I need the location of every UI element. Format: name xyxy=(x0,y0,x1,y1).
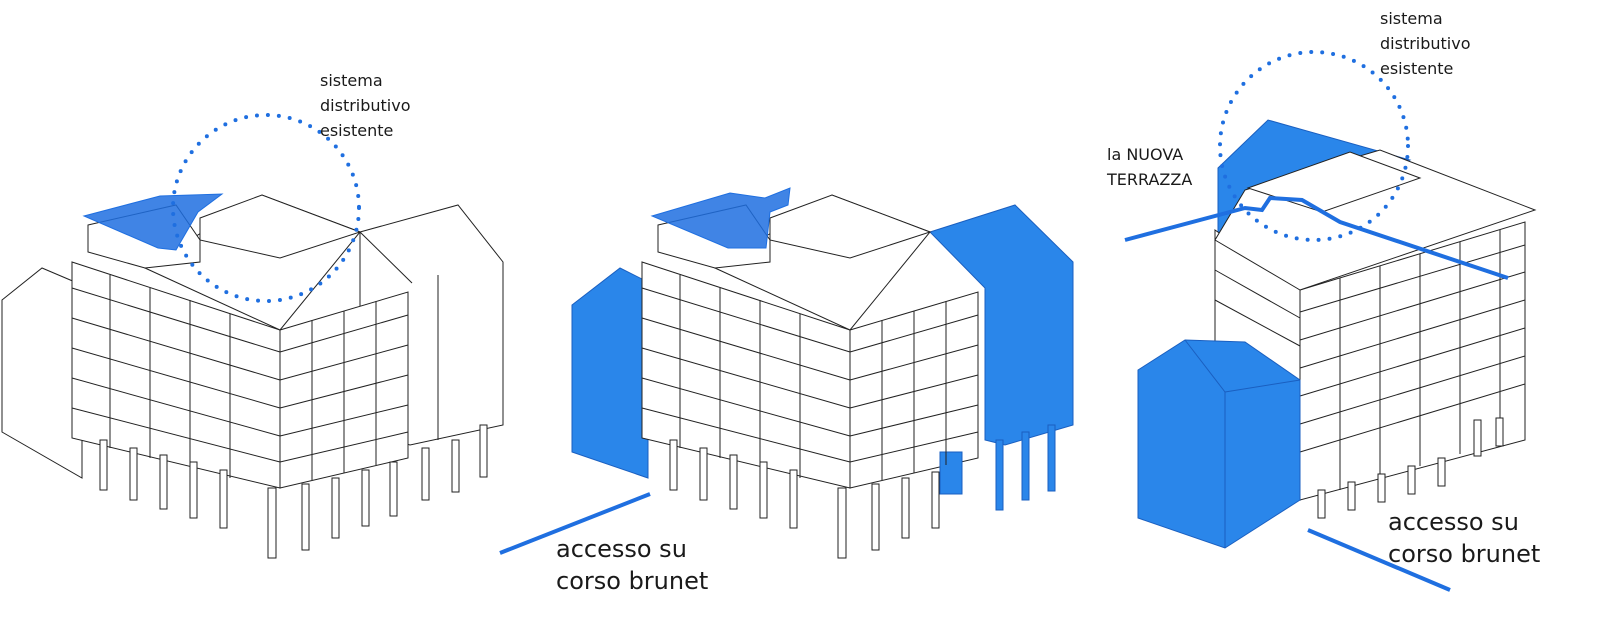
middle-blue-annex xyxy=(571,267,649,479)
middle-label-line-2: corso brunet xyxy=(556,567,709,595)
middle-label-accesso: accesso su corso brunet xyxy=(556,533,708,597)
middle-access-line xyxy=(499,492,651,555)
right-top-label-line-3: esistente xyxy=(1380,59,1454,78)
right-label-sistema-distributivo: sistema distributivo esistente xyxy=(1380,6,1471,81)
middle-label-line-1: accesso su xyxy=(556,535,687,563)
left-label-sistema-distributivo: sistema distributivo esistente xyxy=(320,68,411,143)
right-terrace-label-line-2: TERRAZZA xyxy=(1107,170,1193,189)
right-terrace-label-line-1: la NUOVA xyxy=(1107,145,1184,164)
middle-blue-terrace xyxy=(650,187,791,249)
right-floor-lines xyxy=(1214,230,1526,490)
right-upper-box xyxy=(1246,151,1422,213)
right-label-accesso: accesso su corso brunet xyxy=(1388,506,1540,570)
right-access-line xyxy=(1307,528,1451,592)
right-top-label-line-1: sistema xyxy=(1380,9,1443,28)
left-label-line-1: sistema xyxy=(320,71,383,90)
right-label-nuova-terrazza: la NUOVA TERRAZZA xyxy=(1107,142,1192,192)
middle-pilotis xyxy=(669,439,940,559)
left-pilotis xyxy=(99,424,488,559)
left-dotted-circle xyxy=(171,113,361,303)
left-blue-terrace xyxy=(82,193,224,251)
right-top-label-line-2: distributivo xyxy=(1380,34,1471,53)
right-dotted-circle xyxy=(1218,50,1410,242)
right-access-label-line-1: accesso su xyxy=(1388,508,1519,536)
right-terrace-line xyxy=(1124,195,1509,280)
left-label-line-3: esistente xyxy=(320,121,394,140)
left-floor-lines xyxy=(71,275,409,480)
right-blue-front-annex xyxy=(1137,339,1301,549)
left-label-line-2: distributivo xyxy=(320,96,411,115)
left-annex xyxy=(1,267,83,479)
middle-building xyxy=(571,187,1074,559)
right-building xyxy=(1137,119,1537,549)
right-pilotis xyxy=(1317,417,1504,519)
middle-blue-gable xyxy=(929,204,1074,446)
right-access-label-line-2: corso brunet xyxy=(1388,540,1541,568)
middle-floor-lines xyxy=(641,275,979,480)
left-building xyxy=(1,193,504,559)
